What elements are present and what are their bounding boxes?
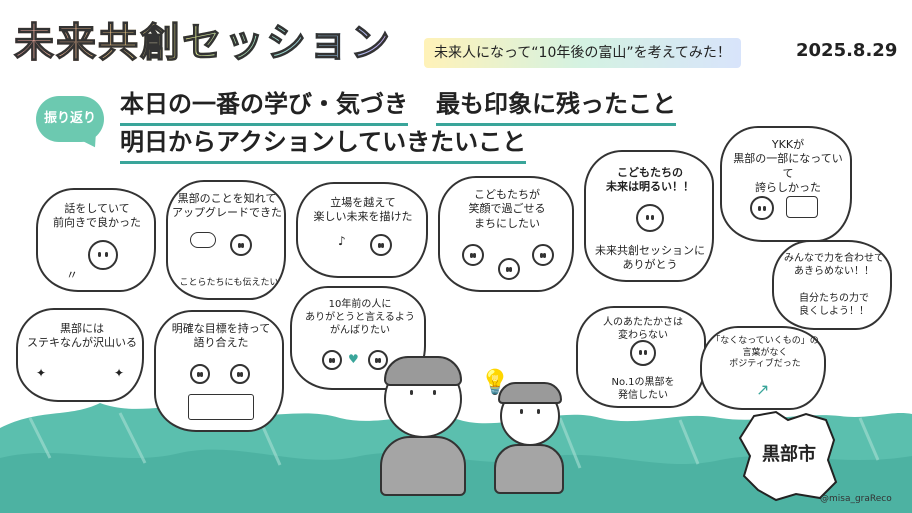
session-date: 2025.8.29 [796, 40, 898, 61]
card-upgrade: 黒部のことを知れて アップグレードできた ことらたちにも伝えたい [166, 180, 286, 300]
card-text: 明確な目標を持って 語り合えた [171, 322, 271, 350]
card-children-smile: こどもたちが 笑顔で過ごせる まちにしたい [438, 176, 574, 292]
card-future-bright: こどもたちの 未来は明るい！！ 未来共創セッションに ありがとう [584, 150, 714, 282]
heading-action: 明日からアクションしていきたいこと [120, 122, 527, 164]
music-note-icon: ♪ [338, 234, 346, 248]
card-text: 話をしていて 前向きで良かった [53, 202, 141, 230]
sparkle-icon: ✦ [36, 366, 47, 380]
card-text: 未来共創セッションに ありがとう [595, 244, 705, 272]
card-bright-future: 立場を越えて 楽しい未来を描けた ♪ [296, 182, 428, 278]
person-icon [630, 340, 656, 366]
heading-learning: 本日の一番の学び・気づき [120, 84, 408, 126]
heart-icon: ♥ [348, 352, 359, 366]
reflection-badge: 振り返り [36, 96, 104, 142]
city-label: 黒部市 [762, 444, 816, 465]
card-never-give-up: みんなで力を合わせて あきらめない！！ 自分たちの力で 良くしよう！！ [772, 240, 892, 330]
child-face-icon [498, 258, 520, 280]
boy-hair-icon [384, 356, 462, 386]
sparkle-icon: ✦ [114, 366, 125, 380]
rising-arrow-icon: ↗ [756, 380, 770, 399]
card-clear-goals: 明確な目標を持って 語り合えた [154, 310, 284, 432]
card-warmth: 人のあたたかさは 変わらない No.1の黒部を 発信したい [576, 306, 706, 408]
subtitle-banner: 未来人になって“10年後の富山”を考えてみた！ [424, 38, 741, 68]
child-face-icon [462, 244, 484, 266]
card-text: No.1の黒部を 発信したい [611, 377, 675, 401]
person-icon [368, 350, 388, 370]
card-positive-words: 「なくなっていくもの」の 言葉がなく ポジティブだった ↗ [700, 326, 826, 410]
kurobe-map-icon [738, 410, 838, 502]
card-text: 立場を越えて 楽しい未来を描けた [313, 196, 413, 224]
person-icon [370, 234, 392, 256]
card-text: こどもたちが 笑顔で過ごせる まちにしたい [468, 188, 546, 230]
boy-body-icon [380, 436, 466, 496]
child-face-icon [532, 244, 554, 266]
girl-body-icon [494, 444, 564, 494]
girl-hair-icon [498, 382, 562, 404]
card-kurobe-people: 黒部には ステキなんが沢山いる ✦ ✦ [16, 308, 144, 402]
card-text: みんなで力を合わせて あきらめない！！ [784, 253, 884, 277]
person-icon [230, 364, 250, 384]
heading-impression: 最も印象に残ったこと [436, 84, 676, 126]
card-text: 10年前の人に ありがとうと言えるよう がんばりたい [305, 299, 415, 336]
person-icon [322, 350, 342, 370]
person-icon [88, 240, 118, 270]
card-ykk-pride: YKKが 黒部の一部になっていて 誇らしかった [720, 126, 852, 242]
child-face-icon [636, 204, 664, 232]
artist-credit: @misa_graReco [820, 494, 892, 504]
speech-bubble-icon [190, 232, 216, 248]
card-text: 黒部のことを知れて アップグレードできた [172, 192, 282, 220]
card-text: 自分たちの力で 良くしよう！！ [799, 293, 869, 317]
board-icon [786, 196, 818, 218]
card-text: YKKが 黒部の一部になっていて 誇らしかった [733, 138, 843, 194]
person-icon [230, 234, 252, 256]
person-icon [750, 196, 774, 220]
card-text: ことらたちにも伝えたい [179, 278, 279, 288]
page-title: 未来共創セッション [13, 10, 392, 68]
card-text: 「なくなっていくもの」の 言葉がなく ポジティブだった [711, 336, 819, 370]
card-positive-talk: 話をしていて 前向きで良かった 〃 [36, 188, 156, 292]
card-text: 黒部には ステキなんが沢山いる [27, 322, 137, 350]
person-icon [190, 364, 210, 384]
card-text: こどもたちの 未来は明るい！！ [606, 166, 694, 194]
card-text: 人のあたたかさは 変わらない [603, 317, 683, 341]
sticky-notes-table-icon [188, 394, 254, 420]
